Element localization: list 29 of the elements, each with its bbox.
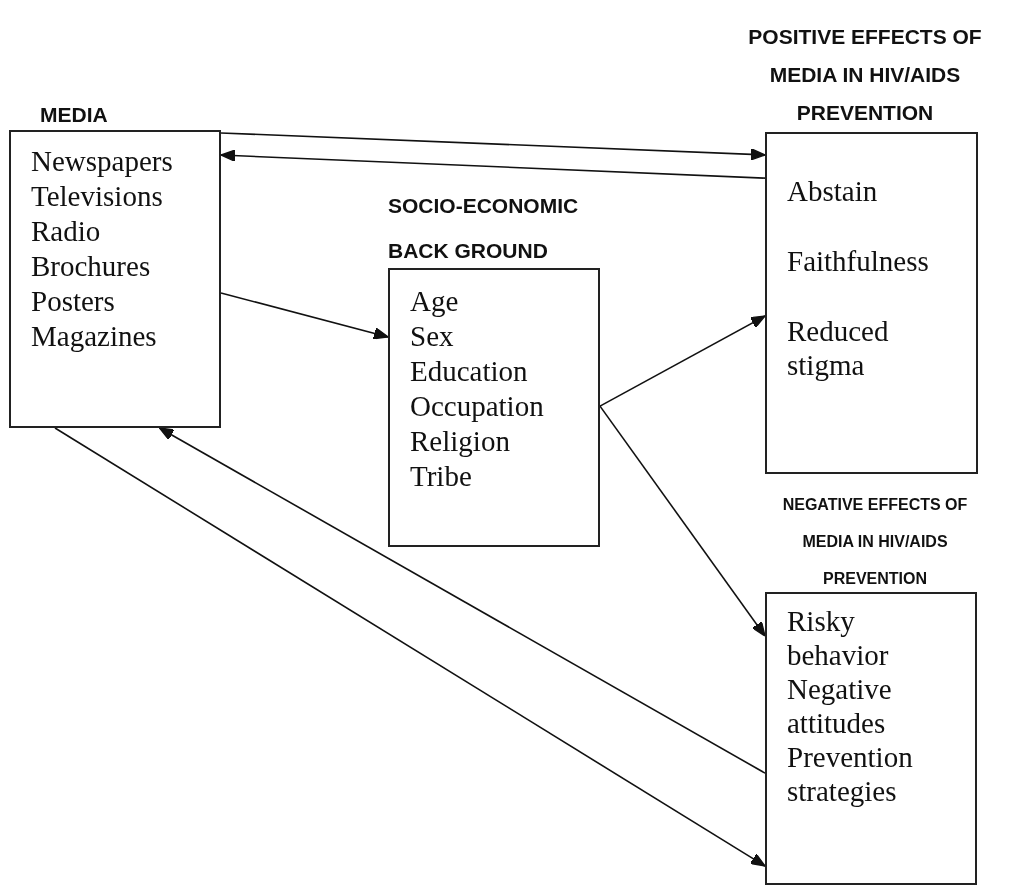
list-item: Religion bbox=[410, 424, 511, 458]
list-item: Brochures bbox=[31, 249, 152, 283]
heading: POSITIVE EFFECTS OF MEDIA IN HIV/AIDS PREVENTION bbox=[747, 24, 983, 126]
list-item: Magazines bbox=[31, 319, 158, 353]
list-item: Age bbox=[410, 284, 460, 318]
heading: SOCIO-ECONOMIC BACK GROUND bbox=[388, 193, 580, 264]
list-item: Reduced stigma bbox=[787, 314, 890, 382]
arrow bbox=[54, 427, 766, 867]
list-item: Newspapers bbox=[31, 144, 174, 178]
arrow bbox=[220, 149, 766, 179]
arrow bbox=[599, 405, 766, 637]
list-item: Education bbox=[410, 354, 529, 388]
list-item: Negative attitudes bbox=[787, 672, 893, 740]
arrow bbox=[158, 427, 766, 774]
arrow bbox=[599, 315, 766, 407]
list-item: Sex bbox=[410, 319, 455, 353]
list-item: Abstain bbox=[787, 174, 879, 208]
heading: NEGATIVE EFFECTS OF MEDIA IN HIV/AIDS PREVENTION bbox=[781, 495, 969, 589]
arrow bbox=[220, 292, 389, 340]
list-item: Radio bbox=[31, 214, 102, 248]
list-item: Occupation bbox=[410, 389, 545, 423]
list-item: Risky behavior bbox=[787, 604, 890, 672]
list-item: Prevention strategies bbox=[787, 740, 914, 808]
list-item: Tribe bbox=[410, 459, 473, 493]
list-item: Faithfulness bbox=[787, 244, 930, 278]
heading: MEDIA bbox=[40, 102, 109, 128]
list-item: Posters bbox=[31, 284, 116, 318]
list-item: Televisions bbox=[31, 179, 164, 213]
arrow bbox=[220, 132, 766, 161]
